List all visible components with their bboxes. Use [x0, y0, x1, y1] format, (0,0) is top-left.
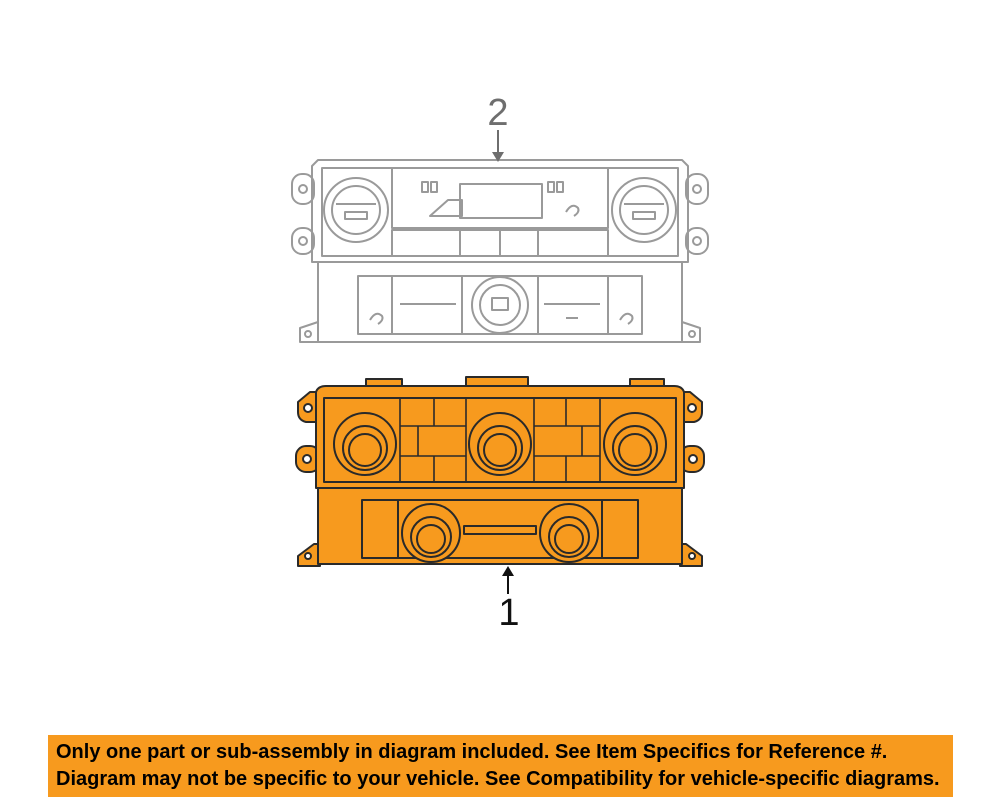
- part-1-left-knob: [333, 412, 397, 476]
- callout-part-2: 2: [487, 92, 509, 134]
- part-1-mounting-tabs: [295, 391, 705, 567]
- part-1-right-knob: [603, 412, 667, 476]
- callout-part-1: 1: [498, 592, 520, 634]
- part-2-center-knob: [461, 275, 539, 335]
- part-1-leader-arrow: [502, 566, 514, 594]
- part-2-left-knob: [323, 177, 389, 243]
- disclaimer-banner: Only one part or sub-assembly in diagram…: [48, 735, 953, 797]
- part-1-climate-control-panel: [295, 376, 705, 567]
- part-2-upper-housing: [311, 159, 689, 263]
- disclaimer-line-1: Only one part or sub-assembly in diagram…: [56, 741, 888, 763]
- part-2-leader-arrow: [492, 130, 504, 162]
- part-2-display: [391, 167, 609, 229]
- part-1-center-knob: [468, 412, 532, 476]
- part-2-mounting-tabs: [291, 173, 709, 343]
- part-2-lower-housing: [317, 261, 683, 343]
- parts-diagram: [291, 130, 709, 594]
- disclaimer-line-2: Diagram may not be specific to your vehi…: [56, 768, 940, 790]
- part-1-button-grid: [399, 398, 601, 482]
- part-2-right-knob: [611, 177, 677, 243]
- part-1-slot: [463, 525, 537, 535]
- part-1-lower-right-knob: [539, 503, 599, 563]
- part-2-climate-control-panel: [291, 159, 709, 343]
- part-1-lower-left-knob: [401, 503, 461, 563]
